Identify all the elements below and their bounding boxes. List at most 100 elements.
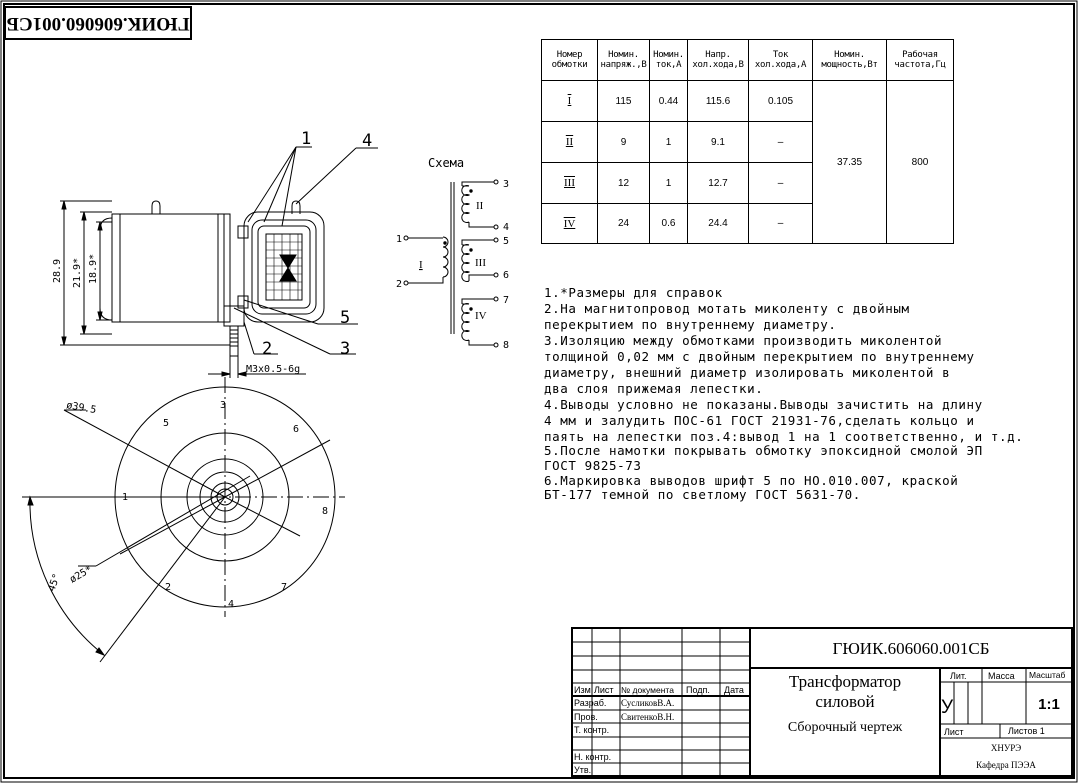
doc-type: Сборочный чертеж: [788, 720, 903, 735]
top-pin-7: 7: [281, 582, 287, 593]
table-row: III 12 1 12.7 –: [541, 162, 954, 204]
thread-label: M3x0.5-6g: [246, 364, 300, 375]
cell-noload-voltage: 24.4: [687, 203, 749, 244]
cell-voltage: 115: [597, 80, 650, 122]
role-4: Н. контр.: [574, 752, 611, 762]
winding-roman: II: [565, 136, 574, 148]
th-noload-voltage: Напр.хол.хода,В: [687, 39, 749, 81]
col-doc-no: № документа: [621, 685, 674, 695]
pin-5: 5: [503, 236, 509, 247]
cell-power: 37.35: [812, 80, 887, 244]
top-pin-5: 5: [163, 418, 169, 429]
name-1: СвитенкоВ.Н.: [621, 712, 674, 722]
note-line: 4.Выводы условно не показаны.Выводы зачи…: [544, 397, 983, 412]
note-line: два слоя прижемая лепестки.: [544, 381, 764, 396]
cell-noload-voltage: 12.7: [687, 162, 749, 204]
note-line: 5.После намотки покрывать обмотку эпокси…: [544, 443, 983, 458]
cell-current: 0.6: [649, 203, 688, 244]
top-pin-6: 6: [293, 424, 299, 435]
dia-25: ø25*: [68, 564, 94, 586]
title-block-grid: [571, 627, 1073, 777]
scale-label: Масштаб: [1029, 670, 1065, 680]
secondary-roman-3: III: [475, 257, 486, 269]
top-pin-2: 2: [165, 582, 171, 593]
table-row: I 115 0.44 115.6 0.105 37.35 800: [541, 80, 954, 244]
title-line-2: силовой: [815, 692, 874, 711]
note-line: толщиной 0,02 мм с двойным перекрытием п…: [544, 349, 975, 364]
org-line-2: Кафедра ПЭЭА: [976, 760, 1036, 770]
col-date: Дата: [724, 685, 744, 695]
mass-label: Масса: [988, 671, 1015, 681]
cell-voltage: 12: [597, 162, 650, 204]
cell-voltage: 24: [597, 203, 650, 244]
th-power: Номин.мощность,Вт: [812, 39, 887, 81]
note-line: диаметру, внешний диаметр изолировать ми…: [544, 365, 951, 380]
scheme-label: Схема: [428, 156, 464, 170]
table-row: IV 24 0.6 24.4 –: [541, 203, 954, 244]
pin-4: 4: [503, 222, 509, 233]
note-line: 2.На магнитопровод мотать миколенту с дв…: [544, 301, 910, 316]
th-current: Номин.ток,А: [649, 39, 688, 81]
callout-4: 4: [362, 131, 372, 151]
name-0: СусликовВ.А.: [621, 698, 674, 708]
dim-21-9: 21.9*: [72, 258, 83, 288]
cell-current: 1: [649, 162, 688, 204]
scale-value: 1:1: [1038, 696, 1060, 713]
org-line-1: ХНУРЭ: [991, 743, 1021, 753]
cell-noload-voltage: 9.1: [687, 121, 749, 163]
primary-roman: I: [419, 259, 423, 271]
drawing-frame: [3, 3, 1075, 779]
dim-18-9: 18.9*: [88, 254, 99, 284]
top-pin-1: 1: [122, 492, 128, 503]
top-pin-4: 4: [228, 599, 234, 610]
col-change: Изм: [574, 685, 591, 695]
role-0: Разраб.: [574, 698, 606, 708]
secondary-roman-2: II: [476, 200, 484, 212]
cell-noload-current: –: [748, 162, 813, 204]
role-5: Утв.: [574, 765, 591, 775]
note-line: БТ-177 темной по светлому ГОСТ 5631-70.: [544, 487, 861, 502]
top-pin-3: 3: [220, 400, 226, 411]
note-line: 6.Маркировка выводов шрифт 5 по НО.010.0…: [544, 473, 959, 488]
cell-frequency: 800: [886, 80, 954, 244]
winding-roman: IV: [563, 217, 576, 230]
role-1: Пров.: [574, 712, 598, 722]
col-sheet: Лист: [594, 685, 614, 695]
corner-stamp-text: ГЮИК.606060.001СБ: [6, 13, 190, 34]
cell-noload-current: 0.105: [748, 80, 813, 122]
pin-8: 8: [503, 340, 509, 351]
lit-label: Лит.: [950, 671, 967, 681]
angle-45: 45°: [46, 572, 63, 593]
role-2: Т. контр.: [574, 725, 609, 735]
pin-2: 2: [396, 279, 402, 290]
col-signature: Подп.: [686, 685, 710, 695]
callout-3: 3: [340, 339, 350, 359]
winding-scheme: [403, 179, 499, 348]
th-voltage: Номин.напряж.,В: [597, 39, 650, 81]
cell-noload-current: –: [748, 203, 813, 244]
cell-current: 1: [649, 121, 688, 163]
callout-2: 2: [262, 339, 272, 359]
callout-5: 5: [340, 308, 350, 328]
note-line: 4 мм и залудить ПОС-61 ГОСТ 21931-76,сде…: [544, 413, 975, 428]
top-view: [22, 377, 345, 663]
dim-28-9: 28.9: [52, 259, 63, 283]
note-line: перекрытием по внутреннему диаметру.: [544, 317, 837, 332]
pin-1: 1: [396, 234, 402, 245]
cell-noload-current: –: [748, 121, 813, 163]
sheet-label: Лист: [944, 727, 964, 737]
sheets-label: Листов 1: [1008, 726, 1045, 736]
secondary-roman-4: IV: [475, 310, 487, 322]
corner-stamp: ГЮИК.606060.001СБ: [4, 6, 192, 40]
pin-3: 3: [503, 179, 509, 190]
table-row: II 9 1 9.1 –: [541, 121, 954, 163]
note-line: ГОСТ 9825-73: [544, 458, 642, 473]
cell-current: 0.44: [649, 80, 688, 122]
top-pin-8: 8: [322, 506, 328, 517]
winding-roman: I: [567, 95, 572, 107]
